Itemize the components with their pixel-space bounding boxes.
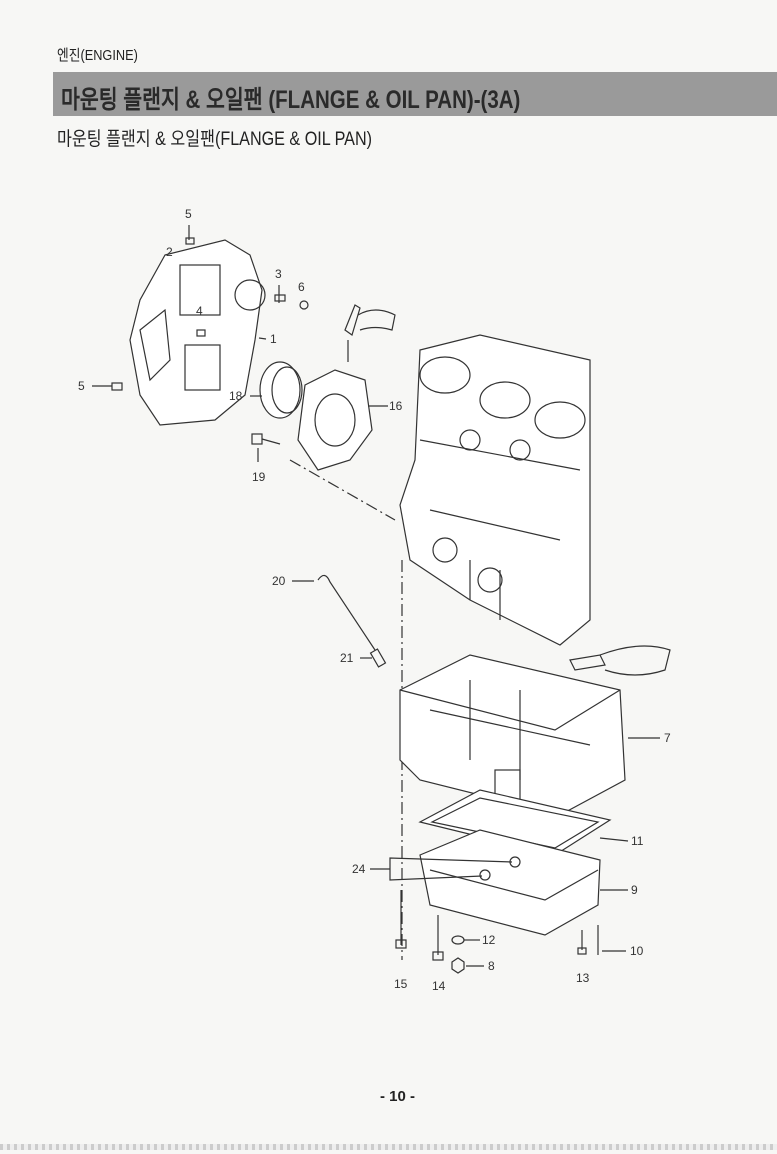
- scan-artifact: [0, 1144, 777, 1150]
- alignment-lines: [289, 459, 403, 960]
- callout-4: 4: [196, 304, 203, 318]
- page-number: - 10 -: [380, 1088, 416, 1105]
- callout-5: 5: [185, 207, 192, 221]
- banner-title: 마운팅 플랜지 & 오일팬 (FLANGE & OIL PAN)-(3A): [61, 86, 521, 114]
- callout-14: 14: [432, 979, 446, 993]
- callout-19: 19: [252, 470, 266, 484]
- sealant-application-hand: [344, 304, 396, 362]
- callout-20: 20: [272, 574, 286, 588]
- title-banner: 마운팅 플랜지 & 오일팬 (FLANGE & OIL PAN)-(3A): [53, 72, 777, 116]
- section-heading: 엔진(ENGINE): [57, 47, 138, 64]
- bolts-upper: [92, 225, 309, 391]
- engine-block: [399, 334, 591, 646]
- oil-pan-upper: [399, 654, 660, 816]
- callout-6: 6: [298, 280, 305, 294]
- callout-12: 12: [482, 933, 496, 947]
- callout-1: 1: [270, 332, 277, 346]
- callout-13: 13: [576, 971, 590, 985]
- bolt-19: [251, 433, 281, 462]
- dipstick: [292, 574, 387, 668]
- callout-8: 8: [488, 959, 495, 973]
- pan-bolts: [395, 890, 626, 974]
- callout-21: 21: [340, 651, 354, 665]
- oil-seal: [250, 361, 303, 419]
- callout-9: 9: [631, 883, 638, 897]
- callout-15: 15: [394, 977, 408, 991]
- callout-11: 11: [631, 834, 644, 848]
- callout-10: 10: [630, 944, 644, 958]
- callout-7: 7: [664, 731, 671, 745]
- callout-24: 24: [352, 862, 366, 876]
- diagram-subtitle: 마운팅 플랜지 & 오일팬(FLANGE & OIL PAN): [57, 129, 373, 150]
- oil-pan-lower: [370, 829, 628, 936]
- seal-housing: [297, 369, 388, 471]
- callout-16: 16: [389, 399, 403, 413]
- callout-18: 18: [229, 389, 243, 403]
- sealant-application-hand-2: [569, 645, 671, 676]
- callout-3: 3: [275, 267, 282, 281]
- callout-2: 2: [166, 245, 173, 259]
- mounting-flange: [129, 239, 266, 426]
- callout-5b: 5: [78, 379, 85, 393]
